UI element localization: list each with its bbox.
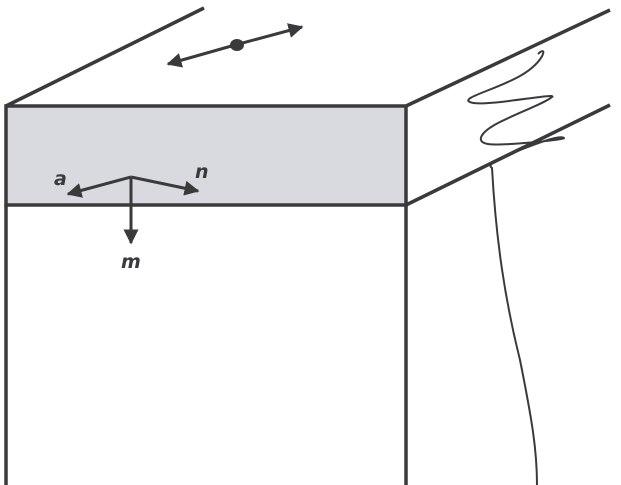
polarization-arrow <box>166 43 236 68</box>
polarization-dot <box>230 39 244 51</box>
n-axis-arrow <box>130 175 200 196</box>
label-m: m <box>121 251 141 273</box>
a-axis-arrow <box>66 175 132 198</box>
top-left-receding-edge <box>5 6 205 108</box>
label-a: a <box>54 168 67 190</box>
label-n: n <box>195 161 209 183</box>
surface-layer <box>4 104 408 207</box>
top-right-receding-edge <box>405 8 611 108</box>
polarization-arrow <box>234 23 304 47</box>
wave-curve <box>467 50 566 485</box>
